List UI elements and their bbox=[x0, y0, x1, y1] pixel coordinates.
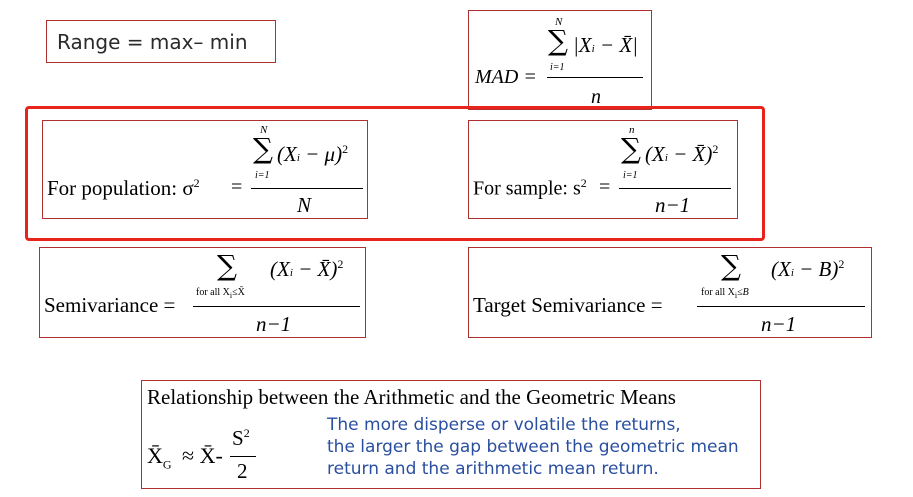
semivariance-sum-lower-sub: i bbox=[229, 291, 233, 300]
population-eq: = bbox=[231, 176, 243, 198]
relationship-note-line-2: the larger the gap between the geometric… bbox=[327, 437, 739, 457]
sample-num-rest: − X̄) bbox=[667, 142, 713, 166]
relationship-approx: ≈ X̄- bbox=[182, 443, 223, 468]
variance-highlight bbox=[25, 106, 765, 241]
semivariance-denominator: n−1 bbox=[256, 312, 292, 336]
target-semivariance-num-rest: − B) bbox=[793, 257, 839, 281]
range-box: Range = max– min bbox=[46, 20, 276, 63]
target-semivariance-sum-lower-rest: ≤B bbox=[737, 287, 749, 298]
target-semivariance-sigma: ∑ bbox=[721, 249, 741, 282]
sample-num-part: (X bbox=[645, 142, 665, 166]
sample-sum-upper: n bbox=[629, 124, 635, 136]
target-semivariance-label: Target Semivariance = bbox=[473, 293, 663, 317]
population-numerator: (Xi − μ)2 bbox=[277, 143, 348, 165]
target-semivariance-num-sup: 2 bbox=[838, 257, 845, 271]
sample-numerator: (Xi − X̄)2 bbox=[645, 143, 718, 165]
relationship-fraction-line bbox=[230, 456, 256, 457]
relationship-xg: X̄G bbox=[147, 443, 172, 472]
mad-sum-lower: i=1 bbox=[550, 62, 565, 73]
population-sum-upper: N bbox=[260, 124, 268, 136]
sample-eq: = bbox=[599, 176, 611, 198]
mad-fraction-line bbox=[547, 77, 643, 78]
sample-fraction-line bbox=[619, 188, 731, 189]
sample-label: For sample: s2 bbox=[473, 177, 587, 199]
relationship-frac-num: S2 bbox=[232, 427, 250, 449]
target-semivariance-box: Target Semivariance = ∑ for all Xi≤B (Xi… bbox=[468, 247, 872, 338]
range-formula: Range = max– min bbox=[57, 30, 248, 54]
population-label: For population: σ2 bbox=[47, 177, 200, 199]
population-sum-lower: i=1 bbox=[255, 170, 270, 181]
sample-denominator: n−1 bbox=[655, 193, 691, 217]
mad-denominator: n bbox=[591, 86, 601, 108]
mad-numerator: |Xi − X̄| bbox=[573, 35, 638, 56]
semivariance-box: Semivariance = ∑ for all Xi≤X̄ (Xi − X̄)… bbox=[39, 247, 366, 338]
semivariance-label: Semivariance = bbox=[44, 293, 176, 317]
mad-num-part: |X bbox=[573, 33, 592, 57]
target-semivariance-sum-lower-sub: i bbox=[734, 291, 738, 300]
semivariance-num-rest: − X̄) bbox=[292, 257, 338, 281]
sample-box: For sample: s2 = n ∑ i=1 (Xi − X̄)2 n−1 bbox=[468, 120, 738, 219]
semivariance-num-sub: i bbox=[289, 267, 293, 279]
population-num-rest: − μ) bbox=[299, 142, 343, 166]
relationship-frac-num-text: S bbox=[232, 426, 244, 450]
population-num-part: (X bbox=[277, 142, 297, 166]
target-semivariance-num-part: (X bbox=[771, 257, 791, 281]
relationship-title: Relationship between the Arithmetic and … bbox=[147, 385, 676, 409]
mad-box: MAD = N ∑ i=1 |Xi − X̄| n bbox=[468, 10, 652, 110]
semivariance-sum-lower-text: for all X bbox=[196, 287, 230, 298]
semivariance-num-part: (X bbox=[270, 257, 290, 281]
relationship-note-line-3: return and the arithmetic mean return. bbox=[327, 459, 659, 479]
mad-num-sub: i bbox=[591, 43, 595, 55]
target-semivariance-fraction-line bbox=[697, 306, 865, 307]
sample-sigma: ∑ bbox=[621, 132, 641, 165]
semivariance-sum-lower-rest: ≤X̄ bbox=[232, 287, 245, 298]
semivariance-sigma: ∑ bbox=[217, 249, 237, 282]
population-sigma: ∑ bbox=[253, 132, 273, 165]
population-label-sup: 2 bbox=[193, 176, 200, 190]
population-box: For population: σ2 = N ∑ i=1 (Xi − μ)2 N bbox=[42, 120, 368, 219]
target-semivariance-numerator: (Xi − B)2 bbox=[771, 258, 844, 280]
relationship-xg-sub: G bbox=[162, 457, 172, 472]
relationship-xg-symbol: X̄ bbox=[147, 443, 163, 468]
target-semivariance-sum-lower: for all Xi≤B bbox=[701, 288, 749, 300]
relationship-note-line-1: The more disperse or volatile the return… bbox=[327, 415, 681, 435]
population-label-text: For population: σ bbox=[47, 176, 194, 200]
relationship-note: The more disperse or volatile the return… bbox=[327, 414, 757, 480]
semivariance-sum-lower: for all Xi≤X̄ bbox=[196, 288, 245, 300]
sample-label-text: For sample: s bbox=[473, 177, 581, 200]
mad-lhs: MAD = bbox=[475, 66, 537, 88]
semivariance-fraction-line bbox=[193, 306, 360, 307]
relationship-box: Relationship between the Arithmetic and … bbox=[141, 380, 761, 489]
relationship-frac-den: 2 bbox=[237, 459, 248, 483]
sample-label-sup: 2 bbox=[580, 176, 587, 190]
target-semivariance-denominator: n−1 bbox=[761, 312, 797, 336]
mad-sigma: ∑ bbox=[548, 24, 568, 57]
population-num-sup: 2 bbox=[342, 142, 349, 156]
sample-sum-lower: i=1 bbox=[623, 170, 638, 181]
mad-sum-upper: N bbox=[555, 16, 563, 28]
population-fraction-line bbox=[251, 188, 363, 189]
population-num-sub: i bbox=[296, 152, 300, 164]
population-denominator: N bbox=[297, 193, 312, 217]
semivariance-num-sup: 2 bbox=[337, 257, 344, 271]
relationship-frac-num-sup: 2 bbox=[243, 426, 250, 440]
mad-num-rest: − X̄| bbox=[594, 33, 638, 57]
target-semivariance-sum-lower-text: for all X bbox=[701, 287, 735, 298]
sample-num-sup: 2 bbox=[712, 142, 719, 156]
sample-num-sub: i bbox=[664, 152, 668, 164]
target-semivariance-num-sub: i bbox=[790, 267, 794, 279]
semivariance-numerator: (Xi − X̄)2 bbox=[270, 258, 343, 280]
